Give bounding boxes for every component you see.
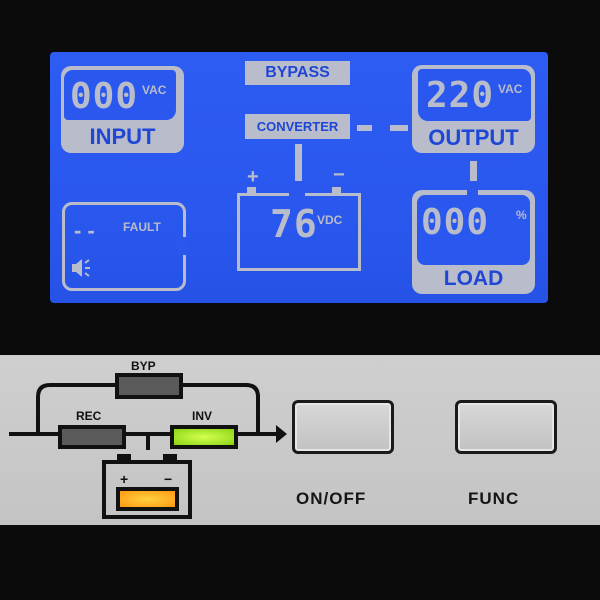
battery-plus-mark: + bbox=[120, 471, 129, 487]
control-panel: BYP REC INV + − ON/OFF FUNC bbox=[0, 355, 600, 525]
func-button[interactable] bbox=[455, 400, 557, 454]
load-unit: % bbox=[516, 208, 527, 222]
flow-dash bbox=[357, 125, 372, 131]
flow-line bbox=[470, 161, 477, 181]
input-voltage: 000 bbox=[70, 76, 139, 117]
speaker-icon bbox=[72, 259, 90, 277]
on-off-label: ON/OFF bbox=[296, 489, 367, 508]
input-label: INPUT bbox=[89, 124, 156, 149]
battery-minus: − bbox=[333, 164, 345, 186]
load-label: LOAD bbox=[443, 267, 504, 290]
battery-unit: VDC bbox=[317, 213, 343, 227]
battery-led bbox=[116, 487, 179, 511]
flow-dash bbox=[390, 125, 408, 131]
byp-label: BYP bbox=[131, 359, 156, 373]
rec-led bbox=[58, 425, 126, 449]
fault-code: - - bbox=[74, 218, 95, 243]
inv-label: INV bbox=[192, 409, 213, 423]
load-box: 000 % LOAD bbox=[412, 190, 535, 294]
input-box: 000 VAC INPUT bbox=[61, 66, 184, 153]
rec-label: REC bbox=[76, 409, 102, 423]
output-voltage: 220 bbox=[426, 75, 495, 116]
bypass-indicator: BYPASS bbox=[245, 61, 350, 85]
inv-led bbox=[170, 425, 238, 449]
battery-terminal bbox=[247, 187, 256, 195]
func-label: FUNC bbox=[468, 489, 520, 508]
output-label: OUTPUT bbox=[428, 125, 519, 150]
converter-label: CONVERTER bbox=[256, 119, 339, 134]
battery-plus: + bbox=[247, 166, 259, 188]
lcd-display: 000 VAC INPUT BYPASS CONVERTER 220 VAC O… bbox=[50, 52, 548, 303]
byp-led bbox=[115, 373, 183, 399]
output-box: 220 VAC OUTPUT bbox=[412, 65, 535, 153]
converter-indicator: CONVERTER bbox=[245, 114, 350, 139]
battery-minus-mark: − bbox=[164, 471, 173, 487]
flow-line bbox=[295, 144, 302, 181]
output-unit: VAC bbox=[498, 82, 523, 96]
battery-terminal bbox=[332, 187, 341, 195]
fault-label: FAULT bbox=[123, 220, 161, 234]
bypass-label: BYPASS bbox=[265, 64, 330, 81]
input-unit: VAC bbox=[142, 83, 167, 97]
battery-voltage: 76 bbox=[270, 202, 318, 246]
load-percent: 000 bbox=[421, 202, 490, 243]
on-off-button[interactable] bbox=[292, 400, 394, 454]
